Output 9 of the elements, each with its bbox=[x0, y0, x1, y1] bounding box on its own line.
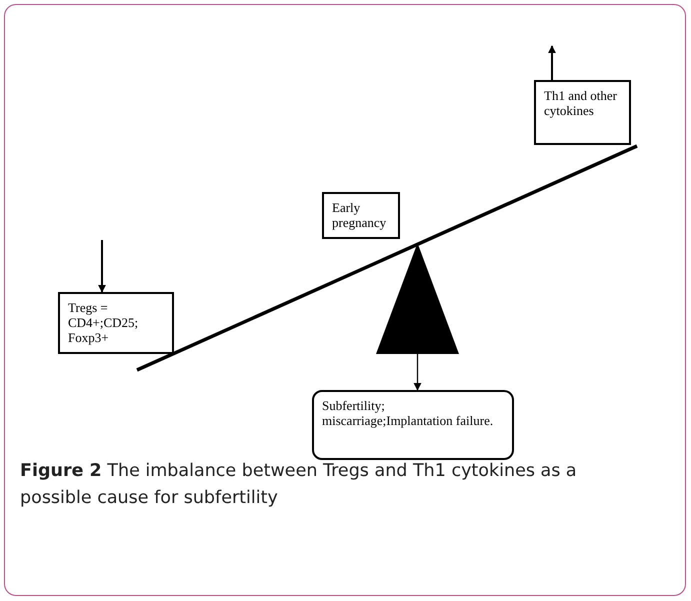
fulcrum-triangle bbox=[376, 243, 459, 354]
arrow bbox=[98, 240, 106, 293]
text-box: Tregs = CD4+;CD25; Foxp3+ bbox=[58, 292, 174, 354]
arrow bbox=[414, 354, 422, 391]
arrow bbox=[548, 45, 556, 80]
text-box: Subfertility; miscarriage;Implantation failure. bbox=[312, 390, 514, 460]
figure-caption: Figure 2 The imbalance between Tregs and Th1 cytokines as a possible cause for subfertility bbox=[20, 460, 578, 510]
text-box: Th1 and other cytokines bbox=[534, 80, 631, 145]
text-box: Early pregnancy bbox=[322, 192, 400, 239]
